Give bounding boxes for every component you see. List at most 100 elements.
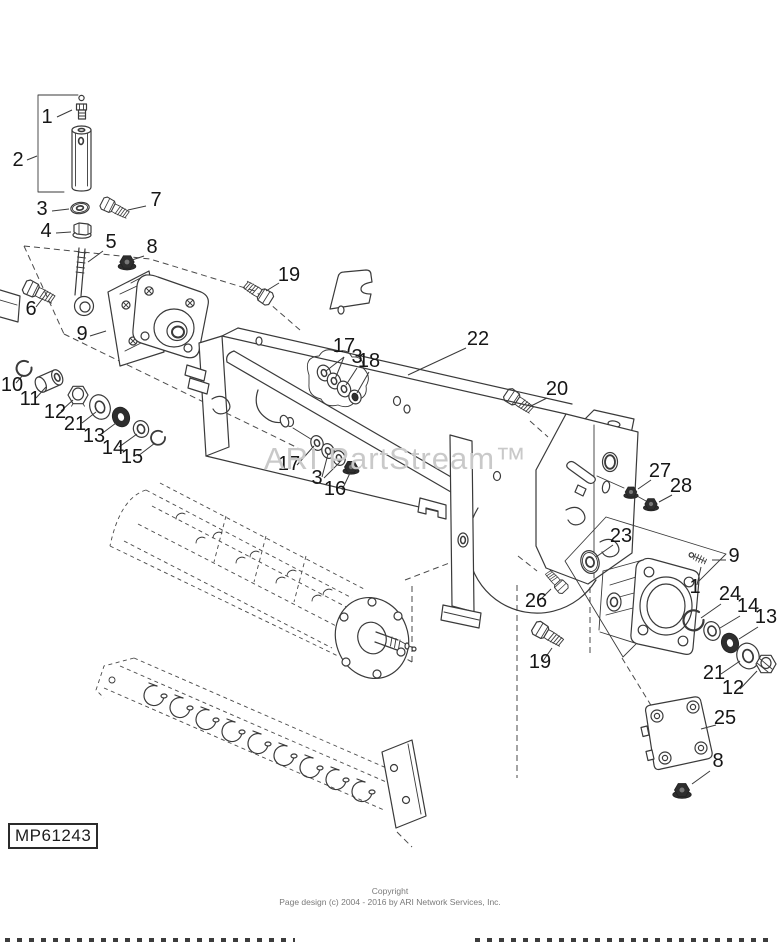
spacer-tube [37, 94, 92, 193]
callout-label: 5 [105, 231, 116, 253]
callout-label: 12 [722, 677, 744, 699]
callout-leader-line [720, 660, 741, 675]
callout-label: 20 [546, 378, 568, 400]
callout-label: 3 [36, 198, 47, 220]
callout-leader-line [55, 231, 72, 234]
callout-label: 24 [719, 583, 741, 605]
bolt-19-bottom [529, 619, 567, 650]
watermark: ARI PartStream™ [264, 441, 528, 476]
callout-label: 9 [76, 323, 87, 345]
callout-leader-line [296, 445, 315, 466]
callout-leader-line [51, 208, 70, 212]
callout-leader-line [739, 670, 758, 690]
callout-label: 6 [25, 298, 36, 320]
callout-label: 13 [83, 425, 105, 447]
callout-leader-line [530, 397, 548, 407]
callout-label: 22 [467, 328, 489, 350]
callout-leader-line [35, 297, 44, 308]
callout-label: 7 [150, 189, 161, 211]
washer-cluster-upper [306, 349, 369, 408]
frame-22 [184, 269, 639, 629]
callout-label: 23 [610, 525, 632, 547]
callout-label: 1 [41, 106, 52, 128]
washer-23 [580, 550, 600, 574]
bolt-7 [98, 195, 132, 222]
callout-leader-line [325, 356, 345, 372]
callout-leader-line [637, 479, 652, 490]
callout-leader-line [87, 250, 104, 263]
callout-leader-line [321, 453, 329, 478]
grease-fitting-top [75, 94, 88, 120]
callout-label: 18 [358, 350, 380, 372]
callout-leader-line [542, 647, 553, 662]
callout-leader-line [323, 461, 341, 479]
callout-label: 2 [12, 149, 23, 171]
nut-8-left [117, 255, 137, 271]
left-angle-bracket [0, 289, 21, 323]
callout-leader-line [595, 544, 614, 558]
callout-leader-line [719, 615, 741, 629]
callout-leader-line [89, 330, 107, 337]
callout-label: 8 [712, 750, 723, 772]
bearing-13-right [720, 632, 740, 654]
callout-leader-line [700, 724, 717, 730]
lock-nut-12-right [755, 654, 777, 674]
bushing-14-right [703, 621, 721, 641]
cutoff-content-strip [475, 938, 775, 942]
callout-leader-line [15, 374, 24, 384]
callout-leader-line [738, 626, 759, 640]
nut-8-right [672, 782, 692, 799]
callout-leader-line [345, 367, 358, 386]
callout-label: 19 [529, 651, 551, 673]
bearing-13-left [111, 406, 131, 428]
callout-leader-line [99, 422, 117, 436]
callout-label: 10 [1, 374, 23, 396]
washer-21-left [89, 394, 111, 420]
snap-ring-15 [150, 429, 166, 446]
tine-reel [109, 482, 417, 680]
callout-leader-line [81, 411, 97, 424]
callout-label: 21 [64, 413, 86, 435]
callout-leader-line [691, 770, 711, 785]
tine-bar [95, 657, 427, 829]
callout-label: 13 [755, 606, 777, 628]
callout-leader-line [700, 603, 722, 619]
mounting-plane [564, 516, 727, 658]
callout-leader-line [35, 386, 47, 399]
mounting-plate-25 [640, 696, 713, 771]
flange-nut-4 [72, 222, 92, 239]
callout-leader-line [696, 566, 702, 586]
grease-fitting-right [688, 552, 707, 565]
copyright-footer: Copyright Page design (c) 2004 - 2016 by… [0, 886, 780, 908]
copyright-line1: Copyright [371, 886, 409, 896]
bearing-housing-left [107, 270, 209, 367]
callout-label: 15 [121, 446, 143, 468]
callout-label: 25 [714, 707, 736, 729]
callout-label: 27 [649, 460, 671, 482]
callout-leader-line [137, 442, 156, 457]
callout-leader-line [26, 155, 38, 161]
callout-leader-line [658, 494, 673, 503]
lock-nut-12-left [67, 385, 89, 407]
snap-ring-10 [15, 359, 33, 377]
callout-label: 17 [278, 453, 300, 475]
callout-label: 17 [333, 335, 355, 357]
tine-bar-end-plate [381, 739, 427, 829]
callout-label: 3 [351, 346, 362, 368]
callout-label: 12 [44, 401, 66, 423]
copyright-line2: Page design (c) 2004 - 2016 by ARI Netwo… [279, 897, 501, 908]
snap-ring-24 [682, 609, 705, 632]
callout-leader-line [407, 347, 467, 376]
callout-leader-line [265, 282, 280, 292]
callout-leader-line [539, 588, 552, 601]
callout-leader-line [341, 472, 351, 491]
callout-leader-line [131, 255, 145, 261]
callout-leader-line [127, 205, 147, 211]
callout-label: 11 [20, 388, 41, 410]
callout-label: 21 [703, 662, 725, 684]
callout-label: 8 [146, 236, 157, 258]
callout-label: 14 [102, 437, 124, 459]
